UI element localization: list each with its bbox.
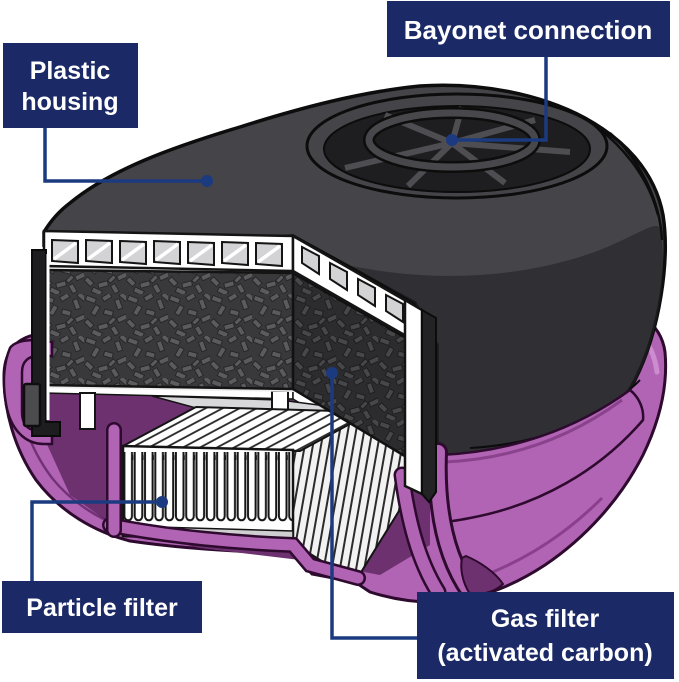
label-particle-text: Particle filter xyxy=(26,594,178,622)
carbon-front-face xyxy=(42,268,295,391)
dot-particle-filter xyxy=(156,496,168,508)
connector-plastic-housing xyxy=(43,128,202,183)
right-cut-wall-dark xyxy=(421,308,437,504)
connector-dots xyxy=(156,134,458,508)
label-particle-filter: Particle filter xyxy=(2,581,202,633)
gas-filter-carbon xyxy=(41,266,410,461)
left-cut-wall xyxy=(2,249,61,446)
connectors xyxy=(30,57,548,640)
label-gas-filter: Gas filter (activated carbon) xyxy=(417,592,674,679)
connector-gas-filter xyxy=(330,373,417,640)
right-cut-wall-white xyxy=(403,297,424,496)
dot-gas-filter xyxy=(326,367,338,379)
label-plastic-housing-line2: housing xyxy=(21,88,118,116)
label-bayonet-connection: Bayonet connection xyxy=(387,1,670,57)
carbon-side-shade xyxy=(293,273,408,458)
pleat-baffle-plate-left xyxy=(79,392,96,430)
bayonet-recess xyxy=(305,92,609,200)
grid-slots-right xyxy=(301,245,404,324)
bowl-front-rim xyxy=(104,519,364,584)
particle-filter-pleats xyxy=(43,384,413,586)
housing-step-arc-2 xyxy=(609,132,664,241)
right-cut-wall xyxy=(403,297,437,504)
label-plastic-housing-line1: Plastic xyxy=(30,57,111,85)
housing-front-shade xyxy=(352,225,663,455)
label-bayonet-box xyxy=(387,1,670,57)
connector-bayonet xyxy=(458,57,548,142)
grid-slot-slashes xyxy=(52,241,282,264)
label-plastic-housing: Plastic housing xyxy=(3,43,138,128)
label-gas-line1: Gas filter xyxy=(491,605,600,633)
label-plastic-housing-box xyxy=(3,43,138,128)
connector-particle-filter xyxy=(30,500,156,581)
label-bayonet-text: Bayonet connection xyxy=(404,15,652,45)
dot-bayonet xyxy=(446,134,458,146)
bowl-cut-band-outer xyxy=(430,445,477,599)
bowl-cut-band-inner xyxy=(396,469,444,598)
bowl-ledge xyxy=(393,388,645,602)
label-gas-line2: (activated carbon) xyxy=(437,639,652,667)
label-particle-box xyxy=(2,581,202,633)
plastic-housing-body xyxy=(42,83,667,457)
clamp-piece xyxy=(22,382,42,428)
label-gas-box xyxy=(417,592,674,679)
dot-plastic-housing xyxy=(201,175,213,187)
